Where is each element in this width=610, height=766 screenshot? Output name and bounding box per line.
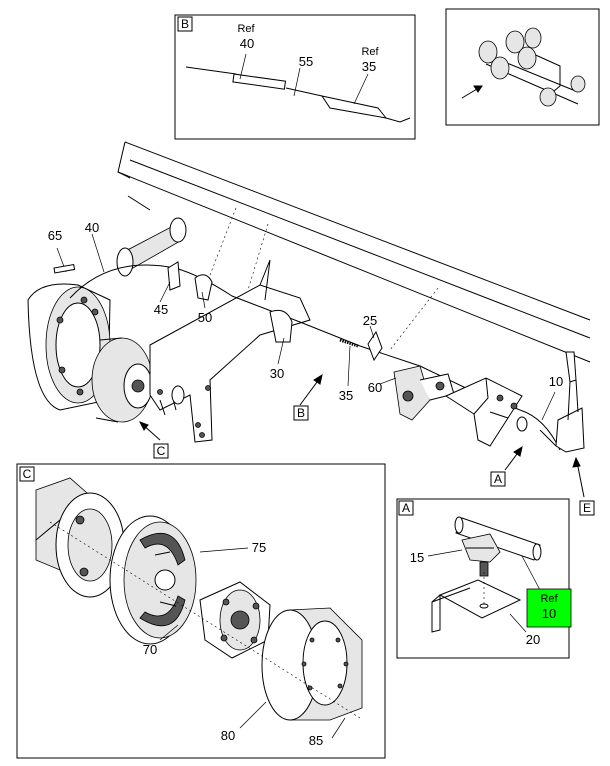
callout-ref35-num: 35 (362, 59, 376, 74)
cable-anchor-45 (167, 261, 181, 291)
rear-axle (27, 217, 187, 423)
callout-ref40-ref: Ref (237, 23, 255, 35)
callout-30: 30 (270, 366, 284, 381)
ref10-highlight (526, 588, 572, 628)
vehicle-locator-panel (445, 8, 600, 126)
cable-clip-50 (194, 274, 213, 301)
detail-b-panel: B Ref 40 55 Ref 35 (174, 14, 416, 140)
main-callouts: 65 40 45 50 25 30 35 60 10 (48, 220, 563, 421)
cable-sleeve-40 (232, 73, 287, 90)
detail-c-letter: C (23, 467, 32, 481)
cable-bracket-30 (269, 309, 293, 343)
detail-c-panel: C 75 70 80 (16, 463, 386, 759)
callout-75: 75 (252, 540, 266, 555)
view-a-box (490, 471, 506, 487)
callout-50: 50 (198, 310, 212, 325)
view-b-letter: B (297, 406, 305, 420)
callout-60: 60 (368, 380, 382, 395)
view-e-letter: E (583, 501, 591, 515)
view-indicators: B C A E (138, 373, 595, 516)
callout-ref35-ref: Ref (361, 46, 379, 58)
cable-spring-35 (339, 338, 359, 348)
wheel-icon (517, 46, 537, 70)
wheel-icon (505, 30, 525, 54)
bracket-20 (438, 579, 522, 619)
crossmember-bracket (149, 259, 311, 443)
callout-25: 25 (363, 313, 377, 328)
callout-35: 35 (339, 388, 353, 403)
view-b-box (293, 405, 309, 421)
detail-a-letter: A (402, 501, 410, 515)
cable-sleeve-35 (320, 95, 388, 119)
detail-a-panel: A 15 Ref 10 20 (396, 498, 572, 659)
wheel-icon (524, 27, 542, 49)
wheel-icon (490, 56, 510, 80)
cable-clip-25 (367, 330, 383, 362)
callout-20: 20 (526, 632, 540, 647)
callout-15: 15 (410, 550, 424, 565)
callout-80: 80 (221, 728, 235, 743)
wheel-icon (539, 87, 557, 107)
callout-10: 10 (549, 374, 563, 389)
callout-65: 65 (48, 228, 62, 243)
callout-45: 45 (154, 302, 168, 317)
parking-brake-cable (69, 261, 585, 453)
detail-b-letter-box (177, 16, 193, 32)
detail-b-letter: B (181, 17, 189, 31)
callout-55: 55 (299, 54, 313, 69)
plug-65 (53, 263, 76, 274)
callout-ref10-num: 10 (542, 606, 556, 621)
wheel-icon (478, 40, 498, 64)
view-c-letter: C (157, 444, 166, 458)
detail-c-letter-box (19, 466, 35, 482)
parking-brake-lever (565, 351, 577, 383)
wheel-icon (570, 75, 586, 93)
view-c-box (153, 443, 169, 459)
callout-85: 85 (309, 733, 323, 748)
brake-shoe-75 (139, 532, 186, 566)
callout-ref40-num: 40 (240, 36, 254, 51)
detail-a-letter-box (398, 500, 414, 516)
view-e-box (579, 500, 595, 516)
callout-40: 40 (85, 220, 99, 235)
callout-ref10-ref: Ref (540, 593, 558, 605)
view-a-letter: A (494, 472, 502, 486)
frame-rail (117, 141, 591, 363)
callout-70: 70 (143, 642, 157, 657)
mounting-bracket-a (444, 377, 523, 447)
